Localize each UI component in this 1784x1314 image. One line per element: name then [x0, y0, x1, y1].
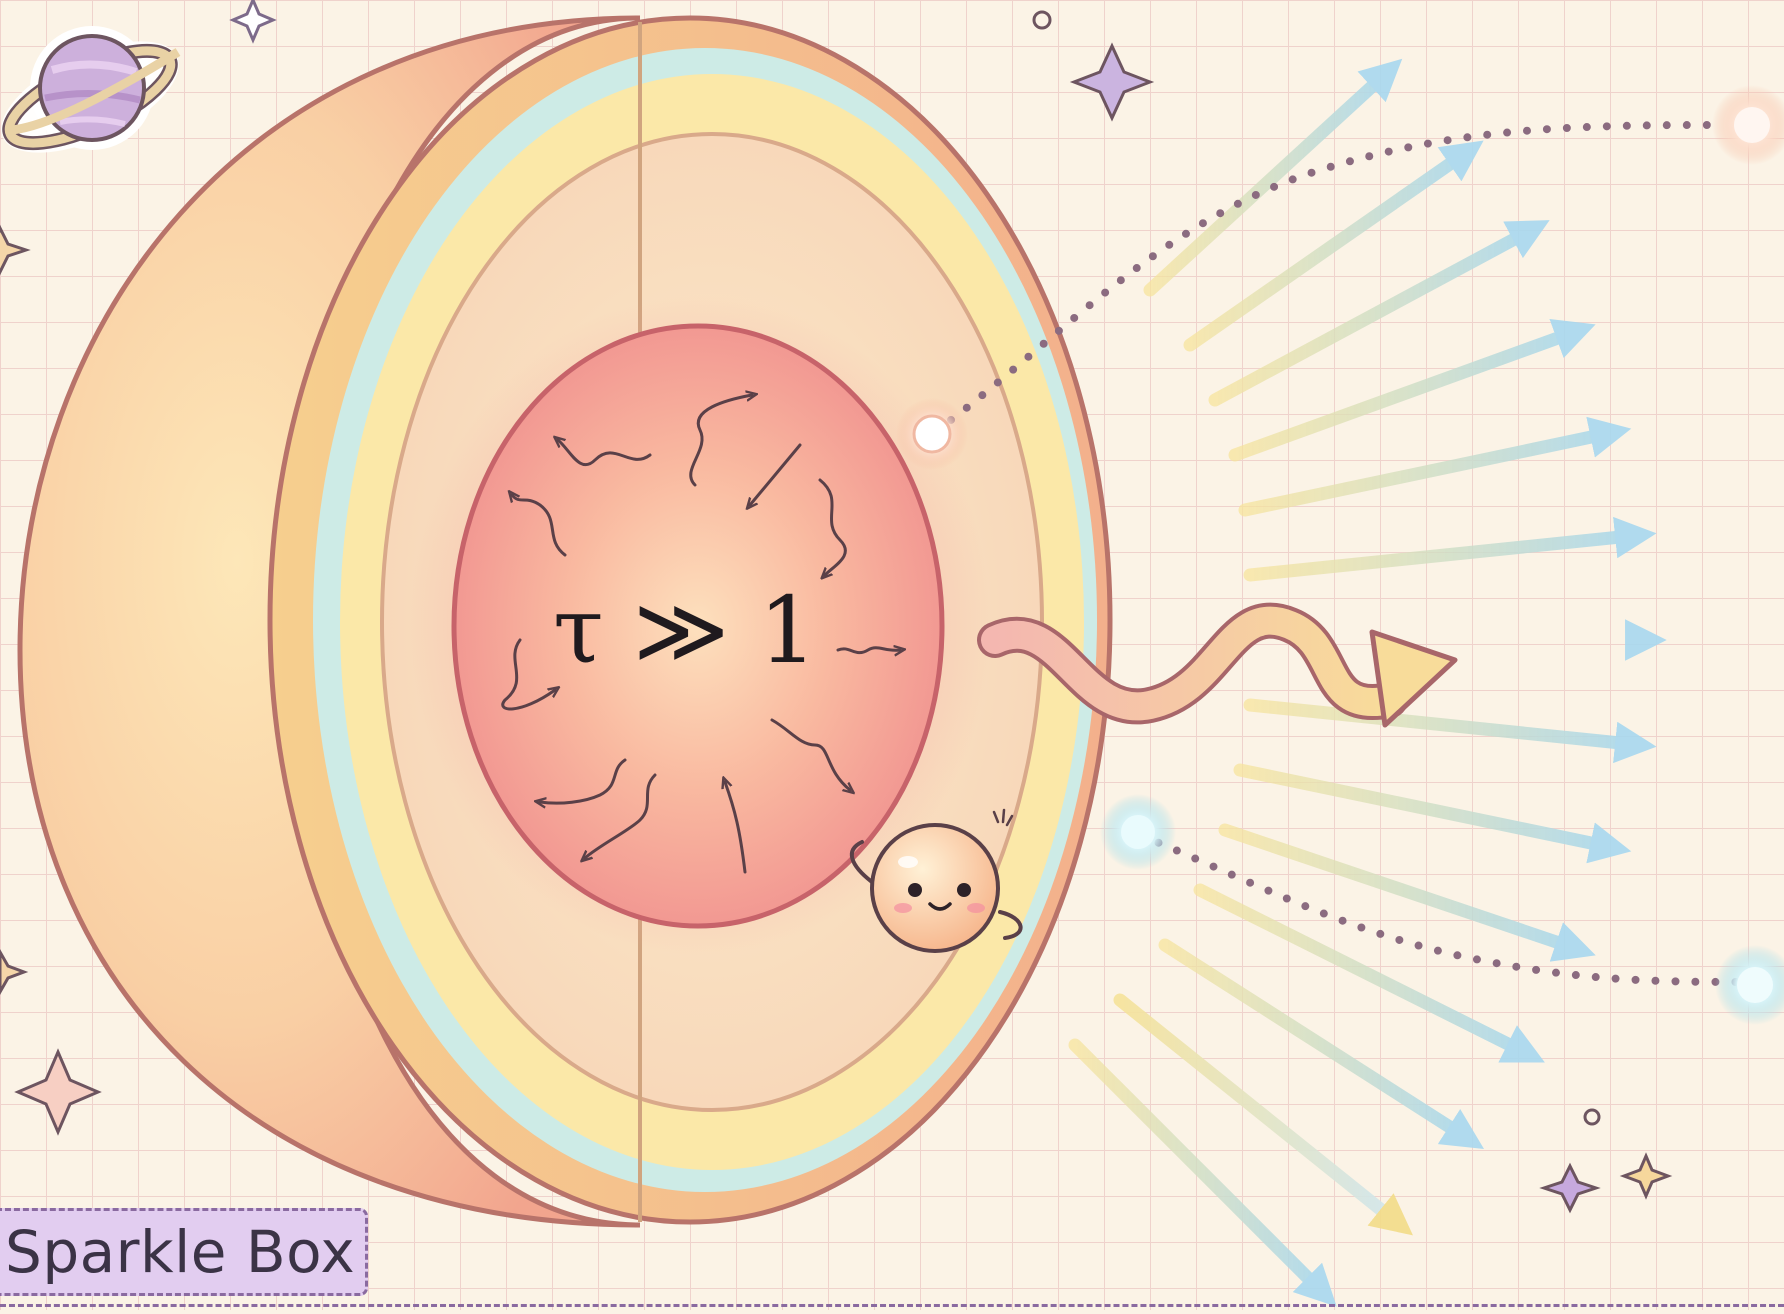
glow-dot-core: [1734, 107, 1770, 143]
optical-depth-label: τ ≫ 1: [553, 577, 817, 684]
glow-dot-core: [914, 416, 950, 452]
brand-label: Sparkle Box: [5, 1218, 355, 1286]
bottom-divider: [0, 1304, 1784, 1307]
glow-dot-core: [1737, 967, 1773, 1003]
glow-dot-core: [1121, 815, 1155, 849]
brand-label-box: Sparkle Box: [0, 1208, 368, 1296]
